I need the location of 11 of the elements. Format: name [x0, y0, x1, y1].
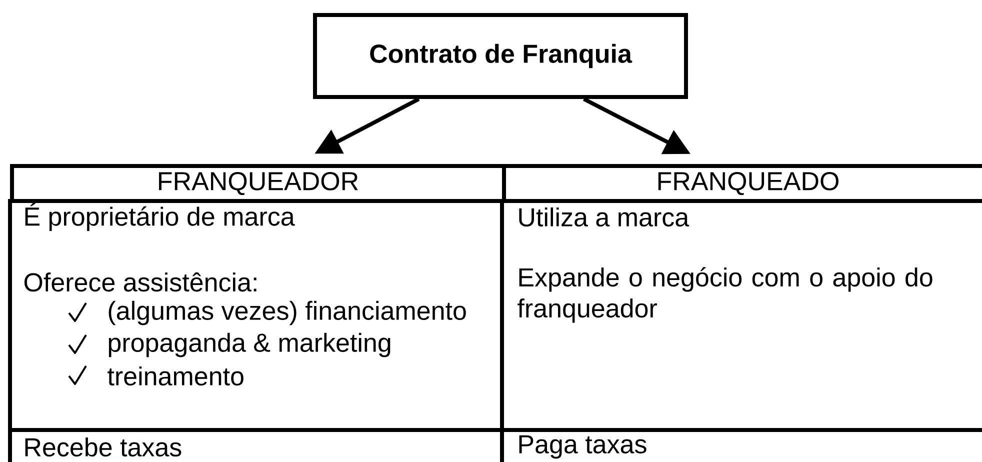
- cell-text: Oferece assistência:: [24, 272, 256, 292]
- cell-text: (algumas vezes) financiamento: [108, 300, 466, 326]
- cell-text: Utiliza a marca: [519, 207, 690, 227]
- header-cell: FRANQUEADO: [502, 164, 982, 203]
- header-cell: FRANQUEADOR: [10, 164, 506, 203]
- cell-text: treinamento: [108, 366, 244, 386]
- cell-text: Paga taxas: [519, 435, 646, 459]
- cell-text: propaganda & marketing: [108, 332, 390, 358]
- cell-text: Expande o negócio com o apoio do franqueador: [518, 267, 932, 323]
- cell-text: Recebe taxas: [25, 437, 182, 457]
- title-box: Contrato de Franquia: [313, 13, 688, 99]
